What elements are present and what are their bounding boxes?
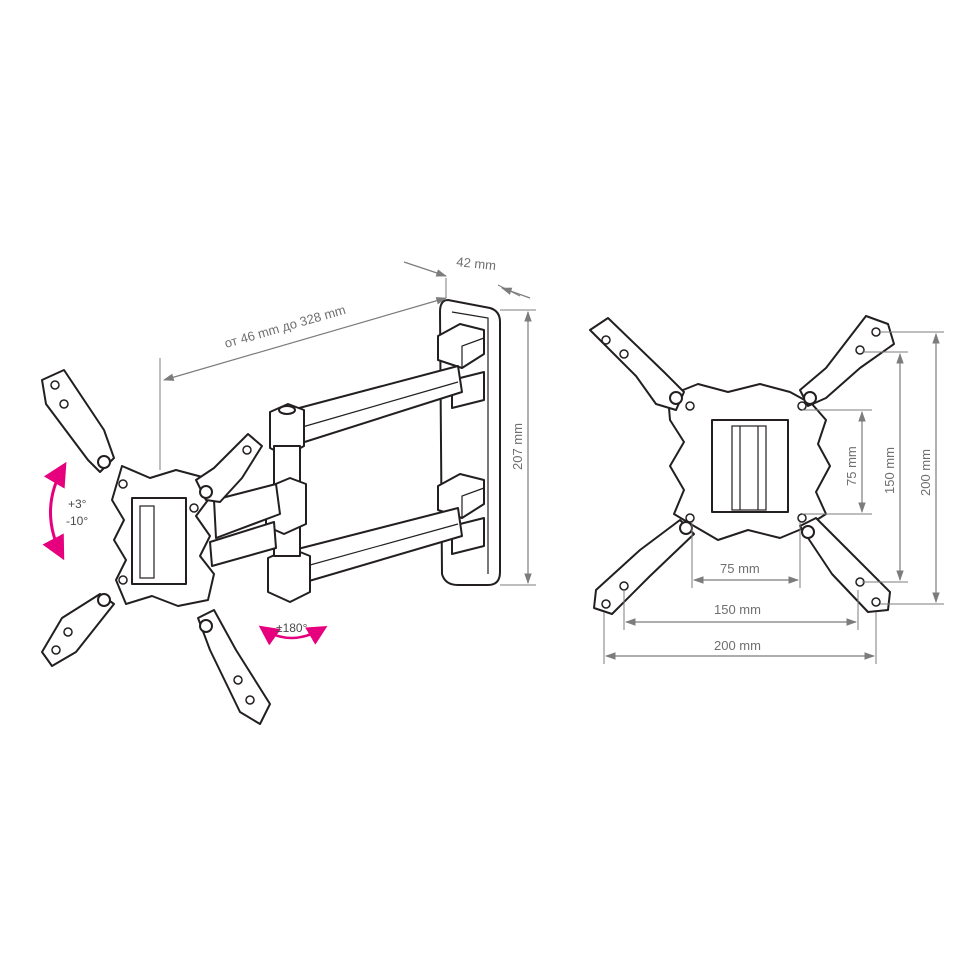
left-bracket-bottom-left [41, 593, 115, 667]
depth-label: 42 mm [456, 254, 497, 273]
lower-arm [267, 507, 463, 603]
extension-label: от 46 mm до 328 mm [223, 302, 348, 351]
height-dimension: 207 mm [500, 309, 536, 586]
left-bracket-top-left [41, 369, 115, 473]
left-bracket-top-right [195, 433, 263, 503]
right-bracket-top-right [799, 315, 895, 407]
wall-plate [437, 299, 501, 586]
right-view: 75 mm 150 mm 200 mm 75 mm 150 mm 200 mm [589, 315, 944, 664]
tilt-up-label: +3° [68, 497, 87, 511]
vesa-mid-v-label: 150 mm [882, 447, 897, 494]
left-view: от 46 mm до 328 mm 42 mm 207 mm +3° -10°… [41, 254, 536, 725]
height-label: 207 mm [510, 423, 525, 470]
head-arm [209, 483, 281, 567]
swivel-label: ±180° [276, 621, 308, 635]
upper-arm [269, 365, 463, 457]
vesa-inner-v-label: 75 mm [844, 446, 859, 486]
vesa-plate [667, 383, 831, 541]
right-bracket-bottom-right [799, 517, 891, 613]
vesa-outer-v-label: 200 mm [918, 449, 933, 496]
tilt-down-label: -10° [66, 514, 88, 528]
vesa-mid-h-label: 150 mm [714, 602, 761, 617]
depth-dimension: 42 mm [403, 254, 531, 299]
vesa-outer-h-label: 200 mm [714, 638, 761, 653]
tilt-indicator: +3° -10° [42, 461, 88, 561]
right-bracket-top-left [589, 317, 685, 411]
left-bracket-bottom-right [197, 609, 271, 725]
left-head-plate [111, 465, 215, 607]
swivel-indicator: ±180° [258, 621, 328, 646]
right-bracket-bottom-left [593, 519, 695, 615]
vesa-vertical-dimensions: 75 mm 150 mm 200 mm [802, 331, 944, 605]
vesa-horizontal-dimensions: 75 mm 150 mm 200 mm [603, 522, 877, 664]
vesa-inner-h-label: 75 mm [720, 561, 760, 576]
